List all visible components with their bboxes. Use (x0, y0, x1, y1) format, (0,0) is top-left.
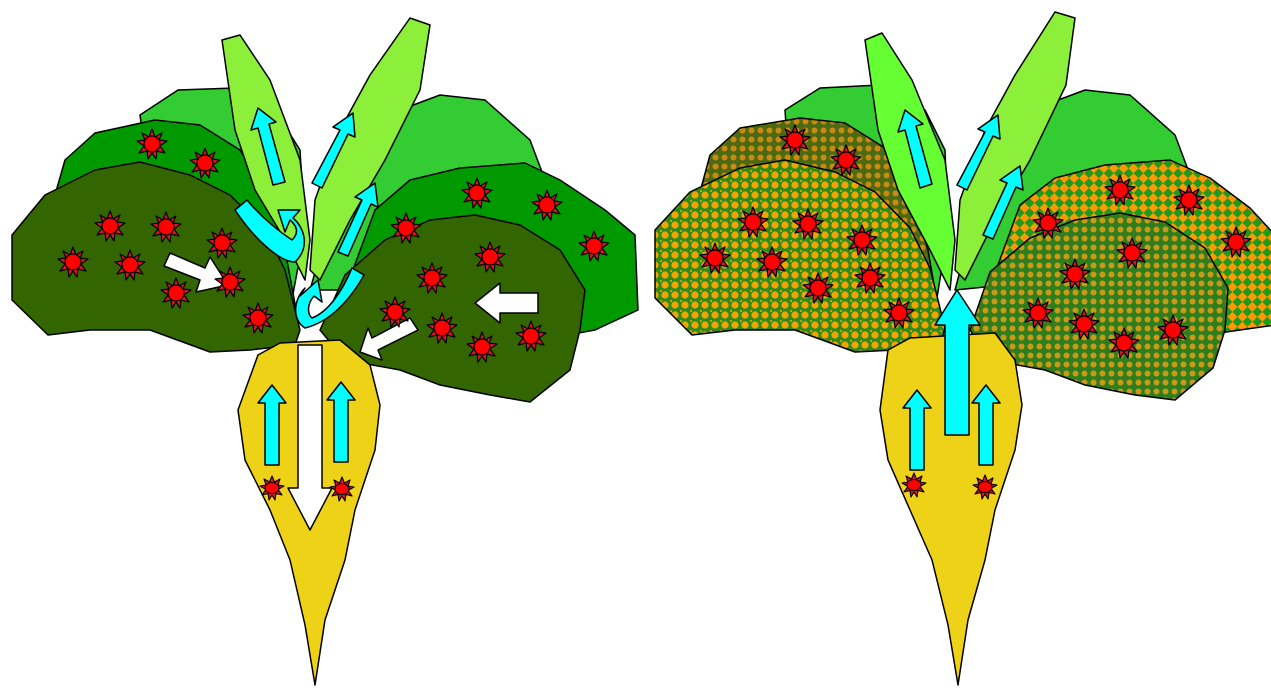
left-plant (12, 18, 638, 685)
right-plant (655, 12, 1271, 685)
